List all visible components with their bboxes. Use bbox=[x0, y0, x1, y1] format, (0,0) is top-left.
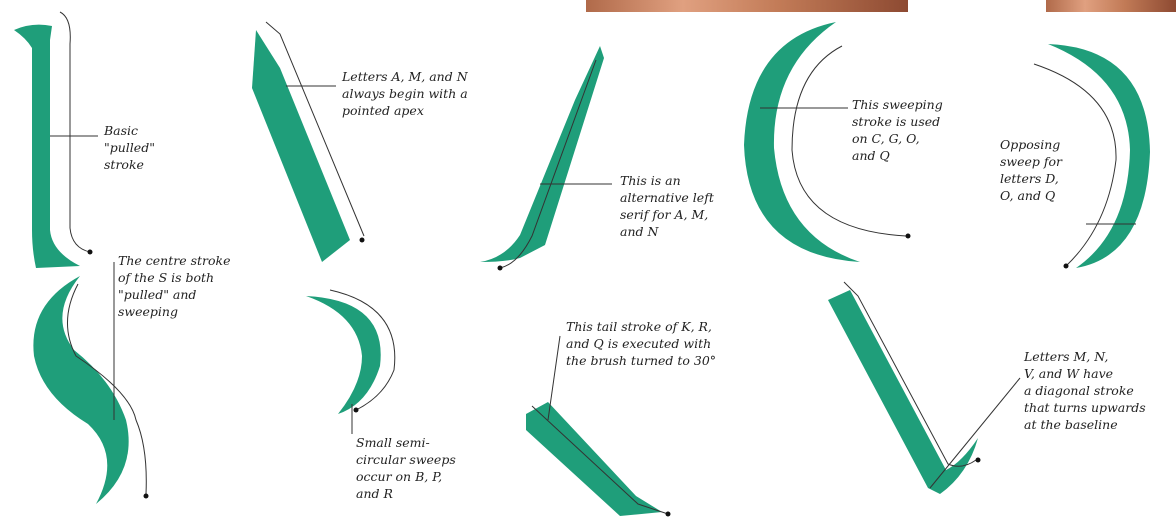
guide-dot bbox=[498, 266, 503, 271]
guide-dot bbox=[906, 234, 911, 239]
label-centre-stroke-s: The centre stroke of the S is both "pull… bbox=[118, 252, 231, 320]
label-tail-stroke: This tail stroke of K, R, and Q is execu… bbox=[566, 318, 716, 369]
photo-crop-strip bbox=[1046, 0, 1176, 12]
guide-dot bbox=[1064, 264, 1069, 269]
alt-left-serif-stroke-shape bbox=[480, 46, 604, 262]
photo-crop-strip bbox=[586, 0, 908, 12]
guide-dot bbox=[976, 458, 981, 463]
pointed-apex-stroke-shape bbox=[252, 30, 350, 262]
diagonal-upturn-stroke-shape bbox=[828, 290, 978, 494]
leader-tail bbox=[548, 336, 560, 420]
d-sweep-stroke-shape bbox=[1048, 44, 1150, 268]
leader-diagonal bbox=[930, 378, 1020, 488]
label-alt-left-serif: This is an alternative left serif for A,… bbox=[620, 172, 714, 240]
guide-dot bbox=[354, 408, 359, 413]
guide-dot bbox=[666, 512, 671, 517]
label-pointed-apex: Letters A, M, and N always begin with a … bbox=[342, 68, 468, 119]
guide-dot bbox=[88, 250, 93, 255]
label-diagonal-stroke: Letters M, N, V, and W have a diagonal s… bbox=[1024, 348, 1146, 433]
label-opposing-sweep: Opposing sweep for letters D, O, and Q bbox=[1000, 136, 1062, 204]
c-sweep-stroke-shape bbox=[744, 22, 860, 262]
label-semicircular-sweeps: Small semi- circular sweeps occur on B, … bbox=[356, 434, 456, 502]
guide-dot bbox=[360, 238, 365, 243]
semicircular-sweep-shape bbox=[306, 296, 381, 414]
label-pulled-stroke: Basic "pulled" stroke bbox=[104, 122, 155, 173]
pulled-stroke-outline bbox=[60, 12, 90, 252]
guide-dot bbox=[144, 494, 149, 499]
label-sweeping-stroke: This sweeping stroke is used on C, G, O,… bbox=[852, 96, 943, 164]
